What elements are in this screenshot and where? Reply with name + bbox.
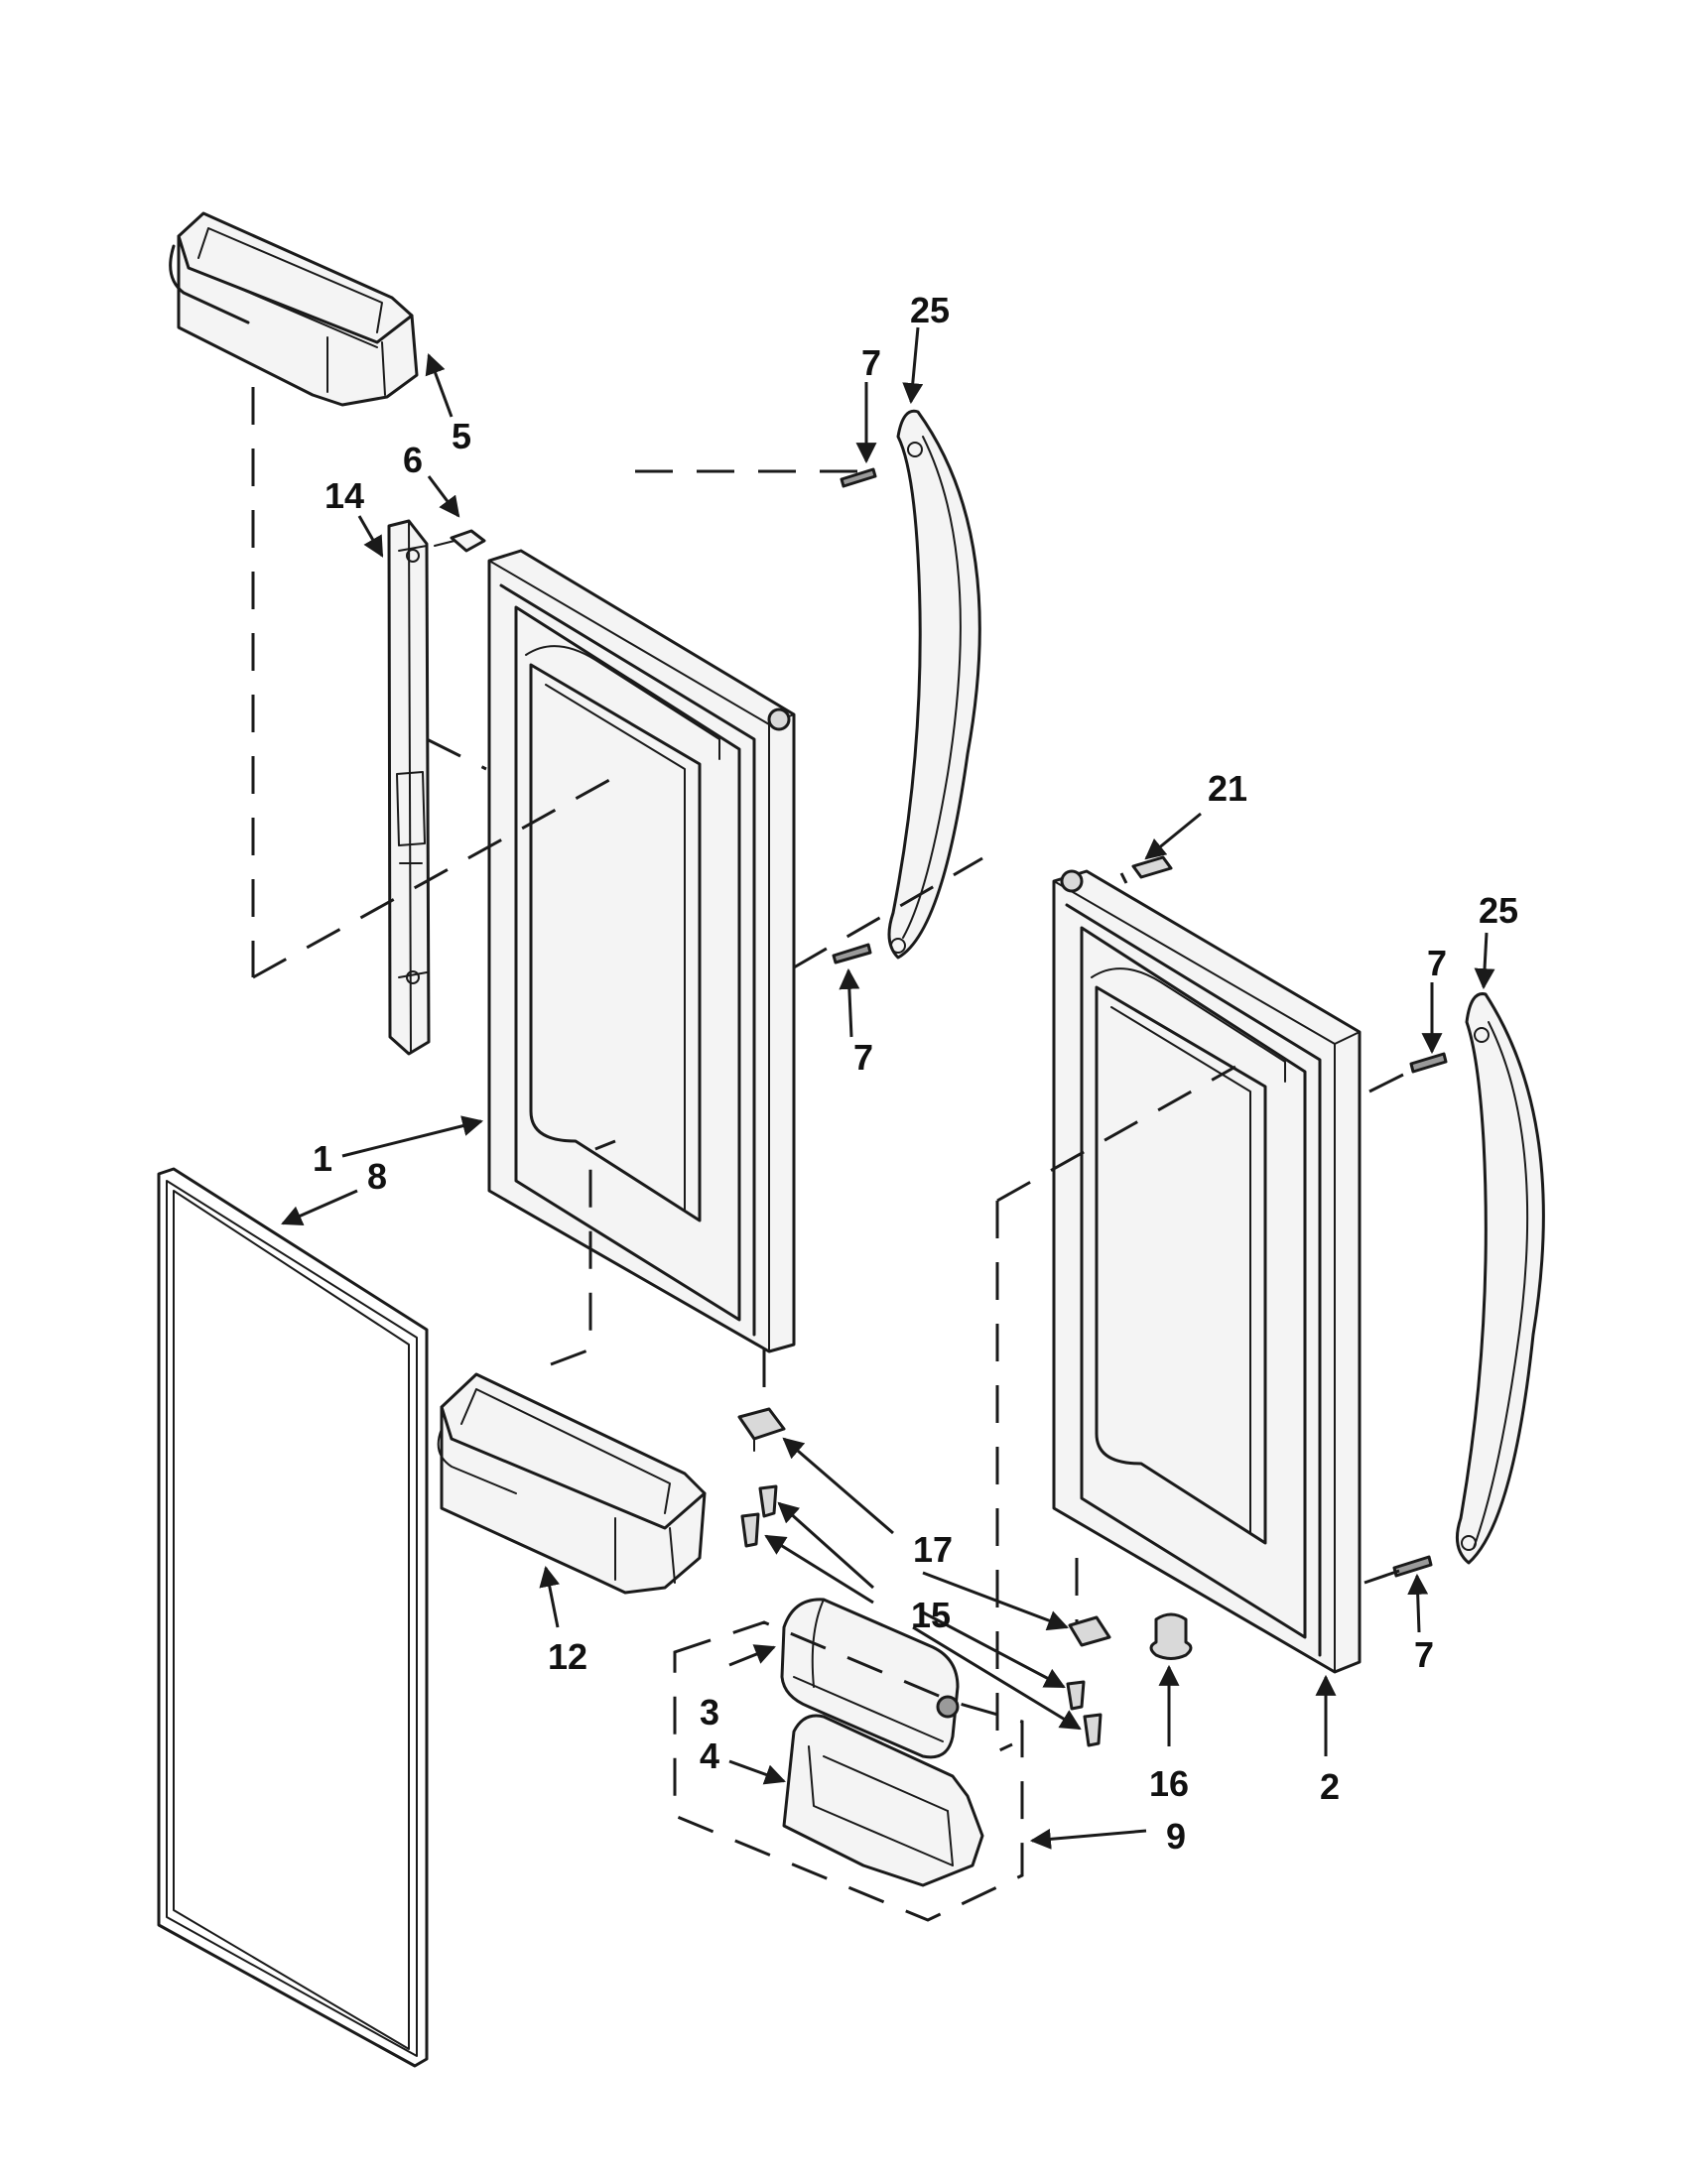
screw-6 — [434, 529, 486, 553]
hinge-pin — [1149, 1612, 1193, 1660]
right-door — [1052, 869, 1362, 1674]
hinge-screw-left-1 — [758, 1484, 778, 1518]
callout-8: 8 — [367, 1156, 387, 1197]
handle-right — [1455, 992, 1545, 1565]
handle-right-screw-top — [1409, 1052, 1448, 1074]
door-gasket — [157, 1167, 429, 2068]
callout-16: 16 — [1149, 1763, 1189, 1804]
callout-3: 3 — [700, 1692, 719, 1733]
leader-lines — [281, 326, 1495, 1850]
callout-25-right: 25 — [1479, 890, 1518, 931]
hinge-bracket-left — [737, 1407, 786, 1452]
hinge-screw-left-2 — [740, 1512, 760, 1548]
callout-5: 5 — [452, 416, 471, 456]
callout-1: 1 — [313, 1138, 332, 1179]
door-bin-lower — [437, 1372, 707, 1595]
callout-2: 2 — [1320, 1766, 1340, 1807]
callout-labels: 5 6 14 7 25 7 1 8 12 17 15 3 4 9 16 2 21… — [313, 290, 1518, 1857]
callout-21: 21 — [1208, 768, 1247, 809]
callout-14: 14 — [324, 475, 364, 516]
bin-base — [782, 1714, 984, 1887]
callout-12: 12 — [548, 1636, 587, 1677]
assembly-lines — [251, 387, 1420, 1922]
callout-17: 17 — [913, 1529, 953, 1570]
callout-4: 4 — [700, 1735, 719, 1776]
callout-9: 9 — [1166, 1816, 1186, 1857]
hinge-screw-right-2 — [1083, 1713, 1103, 1747]
callout-7-top: 7 — [861, 342, 881, 383]
hinge-screw-right-1 — [1066, 1680, 1086, 1711]
callout-15: 15 — [911, 1595, 951, 1635]
callout-25-top: 25 — [910, 290, 950, 330]
callout-7-right-bottom: 7 — [1414, 1634, 1434, 1675]
label-plate — [1131, 855, 1173, 879]
handle-screw-top — [840, 467, 877, 488]
handle-screw-bottom — [832, 943, 872, 964]
handle-right-screw-bottom — [1392, 1555, 1433, 1578]
left-door — [487, 549, 796, 1353]
callout-7-upper-bottom: 7 — [853, 1037, 873, 1078]
callout-7-right-top: 7 — [1427, 943, 1447, 983]
door-bin-top — [169, 211, 419, 407]
handle-upper — [887, 409, 981, 960]
hinge-rail — [387, 519, 431, 1056]
callout-6: 6 — [403, 440, 423, 480]
hinge-bracket-right — [1068, 1615, 1111, 1647]
bin-cover — [780, 1598, 960, 1759]
